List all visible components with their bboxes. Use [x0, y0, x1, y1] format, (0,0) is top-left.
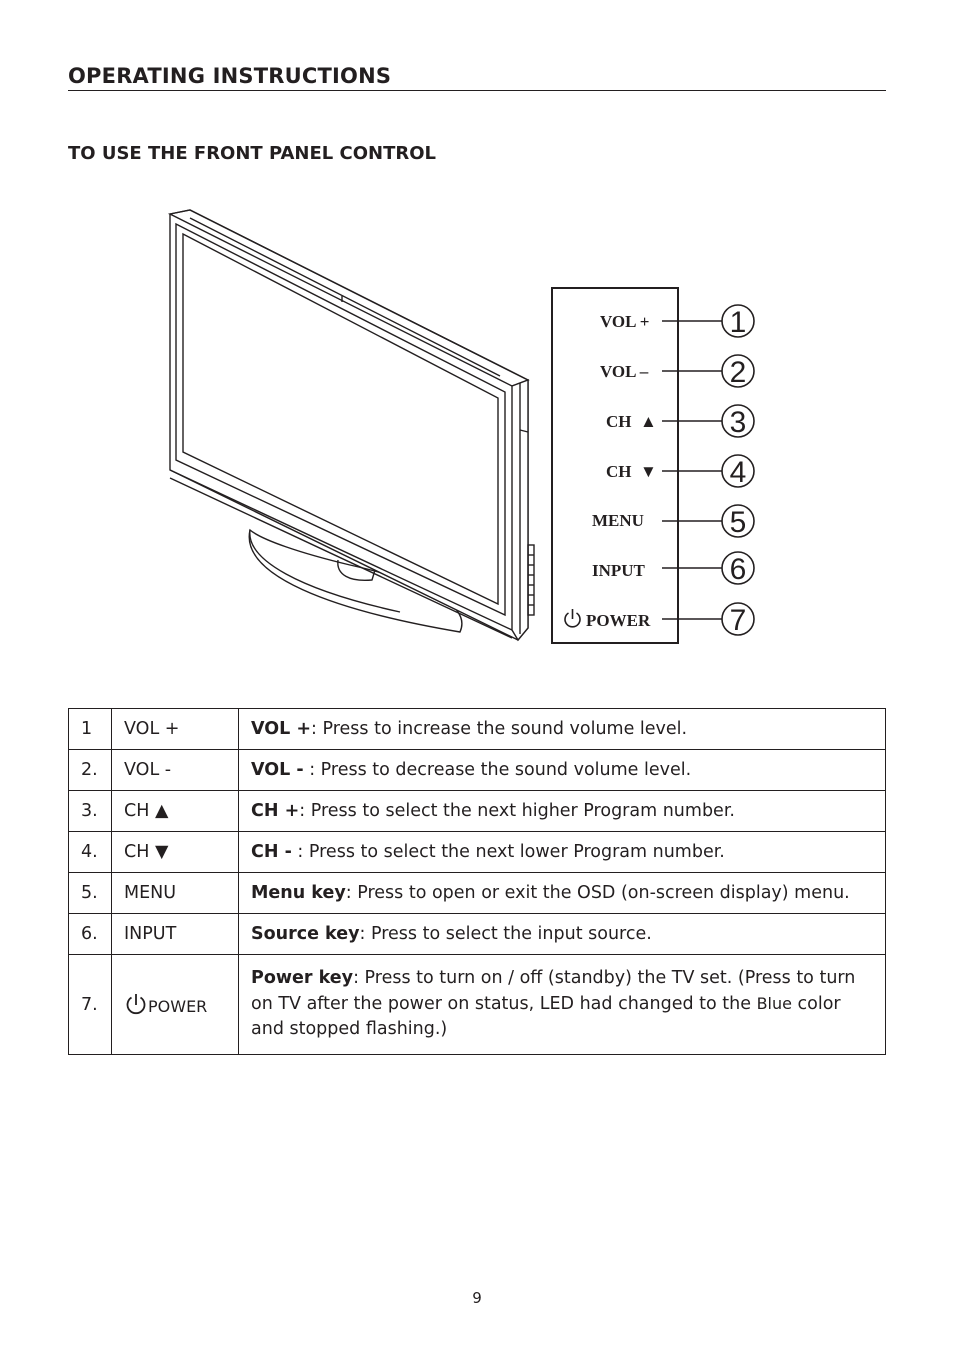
power-icon — [126, 994, 146, 1015]
row-number: 6. — [68, 913, 112, 955]
callout-number-2: 2 — [730, 356, 747, 389]
key-name: Menu key — [251, 882, 346, 903]
key-description: : Press to turn on / off (standby) the T… — [251, 967, 856, 1014]
control-description: VOL +: Press to increase the sound volum… — [238, 708, 886, 750]
key-description: : Press to select the next higher Progra… — [299, 800, 735, 821]
panel-label-ch-up: CH ▲ — [606, 412, 657, 431]
control-name-cell: POWER — [111, 954, 239, 1055]
row-number: 5. — [68, 872, 112, 914]
key-description: : Press to decrease the sound volume lev… — [303, 759, 692, 780]
key-description: : Press to increase the sound volume lev… — [311, 718, 688, 739]
control-description: Power key: Press to turn on / off (stand… — [238, 954, 886, 1055]
control-description: VOL - : Press to decrease the sound volu… — [238, 749, 886, 791]
tv-illustration — [167, 209, 535, 642]
control-name: POWER — [148, 997, 208, 1016]
key-name: Source key — [251, 923, 360, 944]
panel-label-menu: MENU — [592, 511, 644, 530]
panel-label-power: POWER — [586, 611, 651, 630]
page-number: 9 — [472, 1289, 482, 1307]
key-description: : Press to select the next lower Program… — [291, 841, 725, 862]
row-number: 4. — [68, 831, 112, 873]
key-name: VOL - — [251, 759, 304, 780]
callout-number-7: 7 — [730, 604, 747, 637]
callout-number-3: 3 — [730, 406, 747, 439]
control-name: INPUT — [111, 913, 239, 955]
panel-label-vol-down: VOL – — [600, 362, 649, 381]
table-row: 6. INPUT Source key: Press to select the… — [68, 913, 886, 955]
key-name: VOL + — [251, 718, 312, 739]
row-number: 2. — [68, 749, 112, 791]
section-title: OPERATING INSTRUCTIONS — [68, 64, 886, 91]
key-name: CH - — [251, 841, 292, 862]
control-description: CH - : Press to select the next lower Pr… — [238, 831, 886, 873]
panel-label-ch-down: CH ▼ — [606, 462, 657, 481]
table-row: 3. CH ▲ CH +: Press to select the next h… — [68, 790, 886, 832]
control-description: CH +: Press to select the next higher Pr… — [238, 790, 886, 832]
callout-circles — [721, 304, 755, 636]
key-description-end: color and stopped flashing.) — [251, 993, 841, 1039]
key-name: CH + — [251, 800, 300, 821]
panel-label-vol-up: VOL + — [600, 312, 650, 331]
table-row: 2. VOL - VOL - : Press to decrease the s… — [68, 749, 886, 791]
controls-table: 1 VOL + VOL +: Press to increase the sou… — [68, 708, 886, 1055]
control-name: CH ▼ — [111, 831, 239, 873]
table-row: 7. POWER Power key: Press to turn on / o… — [68, 954, 886, 1055]
panel-label-input: INPUT — [592, 561, 646, 580]
key-name: Power key — [251, 967, 354, 988]
control-name: VOL + — [111, 708, 239, 750]
callout-number-6: 6 — [730, 553, 747, 586]
control-name: CH ▲ — [111, 790, 239, 832]
power-icon — [564, 609, 581, 628]
row-number: 1 — [68, 708, 112, 750]
control-name: VOL - — [111, 749, 239, 791]
tv-front-panel-diagram: VOL + VOL – CH ▲ CH ▼ MENU INPUT POWER 1… — [167, 209, 755, 644]
key-description: : Press to select the input source. — [359, 923, 652, 944]
sub-title: TO USE THE FRONT PANEL CONTROL — [68, 143, 437, 164]
control-description: Source key: Press to select the input so… — [238, 913, 886, 955]
key-description: : Press to open or exit the OSD (on-scre… — [345, 882, 850, 903]
control-panel-box — [551, 287, 679, 644]
control-name: MENU — [111, 872, 239, 914]
leader-lines — [662, 320, 722, 620]
table-row: 4. CH ▼ CH - : Press to select the next … — [68, 831, 886, 873]
row-number: 7. — [68, 954, 112, 1055]
callout-number-1: 1 — [730, 306, 747, 339]
table-row: 1 VOL + VOL +: Press to increase the sou… — [68, 708, 886, 750]
callout-number-5: 5 — [730, 506, 747, 539]
callout-number-4: 4 — [730, 456, 747, 489]
color-word: Blue — [756, 993, 792, 1013]
control-description: Menu key: Press to open or exit the OSD … — [238, 872, 886, 914]
row-number: 3. — [68, 790, 112, 832]
table-row: 5. MENU Menu key: Press to open or exit … — [68, 872, 886, 914]
